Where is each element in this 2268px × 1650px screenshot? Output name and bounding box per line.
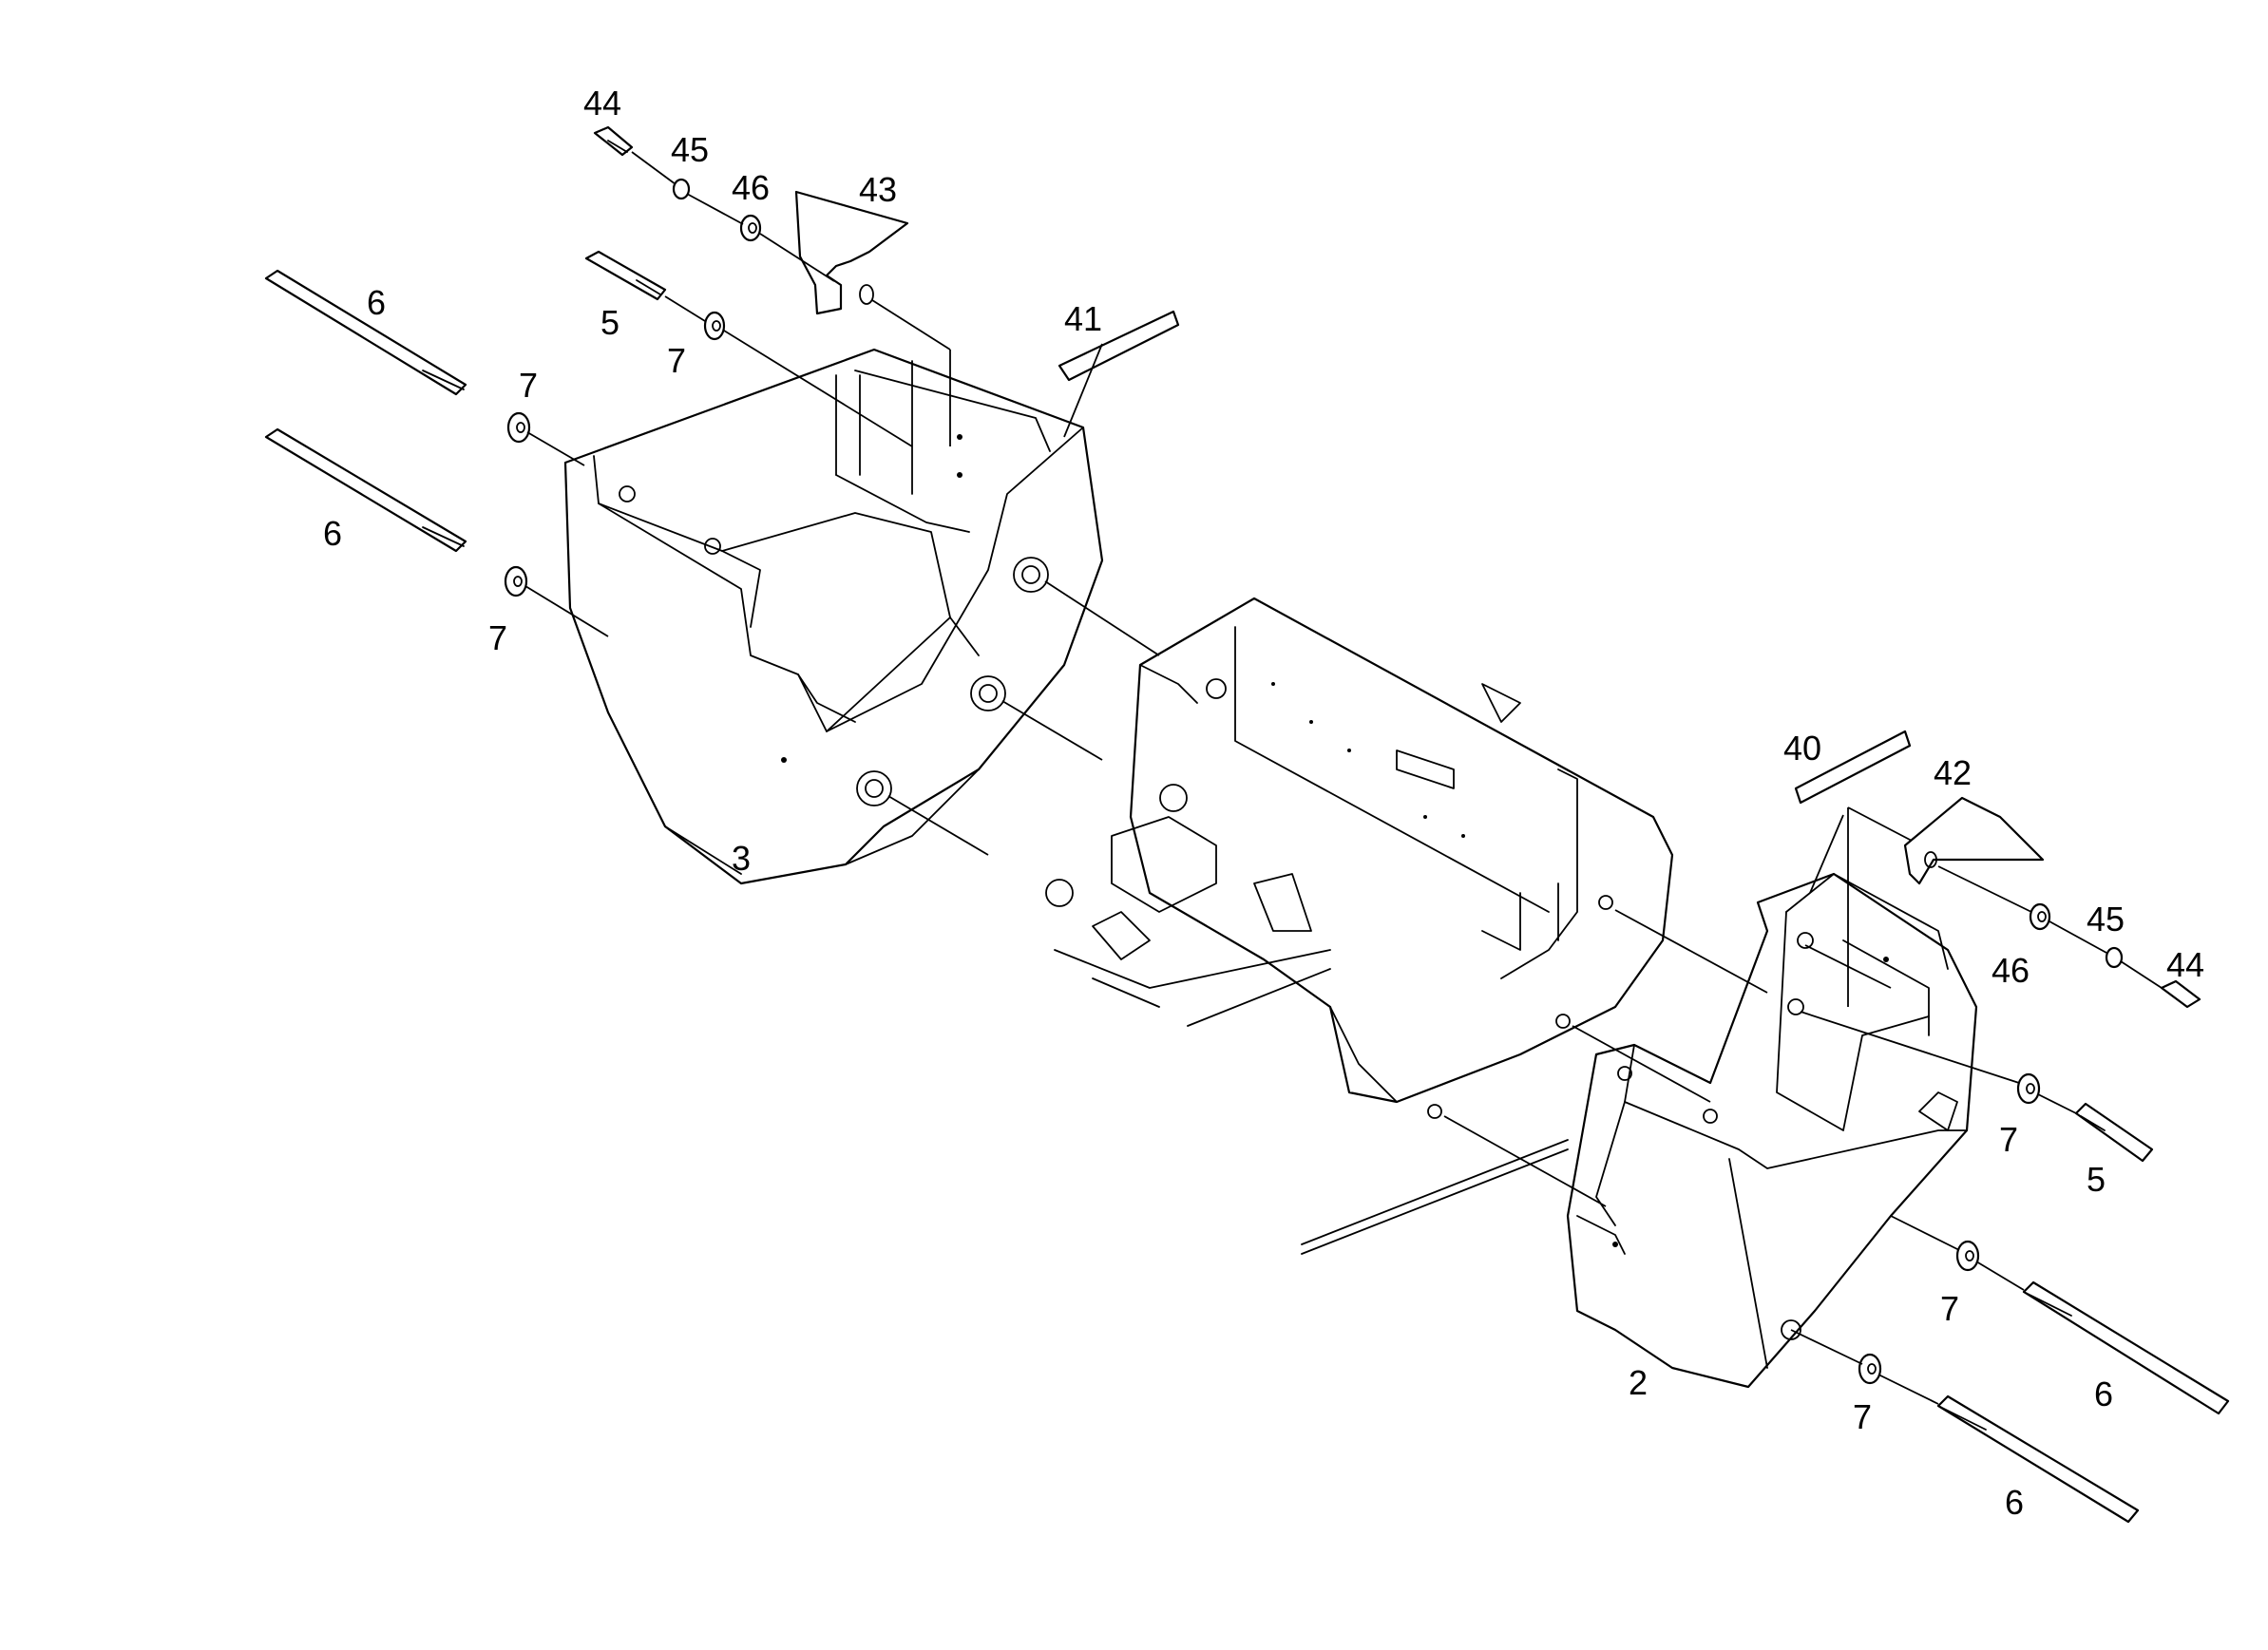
- callout-44-top: 44: [583, 84, 621, 123]
- callout-5-right: 5: [2087, 1160, 2106, 1199]
- long-bolt-6-right-a[interactable]: [2022, 1280, 2230, 1415]
- callout-2: 2: [1629, 1363, 1648, 1402]
- callout-46-right: 46: [1992, 951, 2030, 990]
- callout-6-right-a: 6: [2094, 1375, 2113, 1413]
- callout-45-top: 45: [671, 130, 709, 169]
- callout-6-right-b: 6: [2005, 1483, 2024, 1522]
- callout-42: 42: [1934, 753, 1972, 792]
- lock-washer-45-top[interactable]: [672, 178, 691, 200]
- callout-40: 40: [1783, 729, 1821, 768]
- plate-43[interactable]: [794, 190, 909, 315]
- callout-7-left-a: 7: [667, 341, 686, 380]
- bolt-44-right[interactable]: [2160, 979, 2201, 1009]
- callout-7-left-b: 7: [519, 366, 538, 405]
- washer-7-right-c[interactable]: [1858, 1353, 1882, 1385]
- center-frame: [1045, 597, 1674, 1255]
- strip-41[interactable]: [1058, 310, 1180, 382]
- callout-7-right-a: 7: [1999, 1120, 2018, 1159]
- callout-44-right: 44: [2166, 945, 2204, 984]
- long-bolt-6-top-a[interactable]: [264, 269, 467, 396]
- callout-7-left-c: 7: [488, 618, 507, 657]
- callout-labels: 44 45 46 43 6 5 7 41 7 6 7 3 40 42 45 44…: [323, 84, 2204, 1522]
- bolt-44-top[interactable]: [593, 125, 634, 157]
- callout-45-right: 45: [2087, 900, 2125, 939]
- washer-46-top[interactable]: [739, 214, 762, 242]
- callout-6-top-a: 6: [367, 283, 386, 322]
- assembly-lines: [524, 151, 2163, 1405]
- washer-7-left-b[interactable]: [506, 411, 531, 444]
- washer-7-right-b[interactable]: [1955, 1240, 1980, 1272]
- left-cover-part-3[interactable]: [563, 348, 1104, 885]
- callout-46-top: 46: [732, 168, 770, 207]
- washer-7-right-a[interactable]: [2016, 1072, 2041, 1105]
- washer-7-left-a[interactable]: [703, 311, 726, 341]
- callout-43: 43: [859, 170, 897, 209]
- strip-40[interactable]: [1794, 730, 1912, 805]
- long-bolt-6-right-b[interactable]: [1936, 1394, 2140, 1524]
- washer-46-right[interactable]: [2029, 902, 2051, 931]
- plate-42[interactable]: [1903, 796, 2045, 885]
- callout-6-top-b: 6: [323, 514, 342, 553]
- callout-3: 3: [732, 839, 751, 878]
- washer-7-left-c[interactable]: [504, 565, 528, 597]
- long-bolt-6-top-b[interactable]: [264, 427, 467, 553]
- bolt-5-left[interactable]: [584, 250, 667, 301]
- lock-washer-45-right[interactable]: [2105, 946, 2124, 969]
- callout-41: 41: [1064, 299, 1102, 338]
- callout-7-right-c: 7: [1853, 1397, 1872, 1436]
- callout-5-left: 5: [600, 303, 619, 342]
- bolt-5-right[interactable]: [2074, 1102, 2154, 1163]
- callout-7-right-b: 7: [1940, 1289, 1959, 1328]
